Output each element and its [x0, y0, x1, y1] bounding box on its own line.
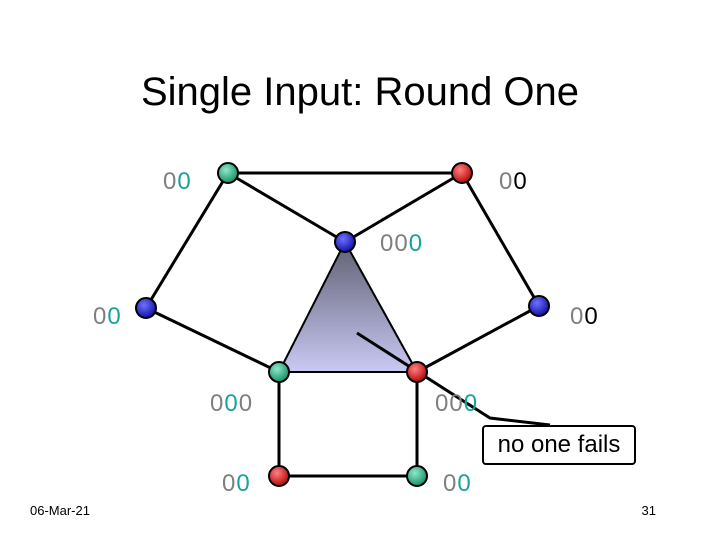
central-triangle — [277, 239, 419, 373]
node-label: 000 — [380, 230, 423, 258]
node-label: 00 — [499, 168, 528, 196]
digit: 0 — [457, 470, 472, 497]
node-label: 00 — [222, 470, 251, 498]
footer-date: 06-Mar-21 — [30, 503, 90, 518]
digit: 0 — [513, 168, 528, 195]
edge — [460, 172, 541, 307]
node-green — [217, 162, 239, 184]
digit: 0 — [163, 168, 178, 195]
edge — [416, 304, 540, 374]
slide-number: 31 — [641, 503, 656, 518]
node-label: 00 — [163, 168, 192, 196]
digit: 0 — [449, 390, 464, 417]
node-label: 000 — [435, 390, 478, 418]
digit: 0 — [107, 303, 122, 330]
digit: 0 — [224, 390, 239, 417]
digit: 0 — [570, 303, 585, 330]
edge — [227, 171, 346, 244]
digit: 0 — [394, 230, 409, 257]
node-red — [451, 162, 473, 184]
digit: 0 — [238, 390, 254, 417]
edge — [344, 171, 463, 244]
digit: 0 — [210, 390, 225, 417]
node-label: 00 — [443, 470, 472, 498]
node-label: 000 — [210, 390, 253, 418]
digit: 0 — [435, 390, 450, 417]
nodes — [135, 162, 550, 487]
node-green — [268, 361, 290, 383]
node-label: 00 — [93, 303, 122, 331]
digit: 0 — [408, 230, 424, 257]
slide-title: Single Input: Round One — [140, 70, 580, 114]
edge — [144, 172, 230, 309]
digit: 0 — [584, 303, 599, 330]
edge — [145, 306, 280, 374]
digit: 0 — [177, 168, 192, 195]
callout-box: no one fails — [482, 425, 636, 465]
node-red — [406, 361, 428, 383]
node-blue — [135, 297, 157, 319]
node-blue — [334, 231, 356, 253]
digit: 0 — [499, 168, 514, 195]
digit: 0 — [236, 470, 251, 497]
node-label: 00 — [570, 303, 599, 331]
digit: 0 — [380, 230, 395, 257]
digit: 0 — [222, 470, 237, 497]
node-blue — [528, 295, 550, 317]
digit: 0 — [443, 470, 458, 497]
digit: 0 — [93, 303, 108, 330]
node-red — [268, 465, 290, 487]
digit: 0 — [463, 390, 479, 417]
edges — [144, 171, 541, 478]
node-green — [406, 465, 428, 487]
callout-pointer — [356, 331, 551, 427]
